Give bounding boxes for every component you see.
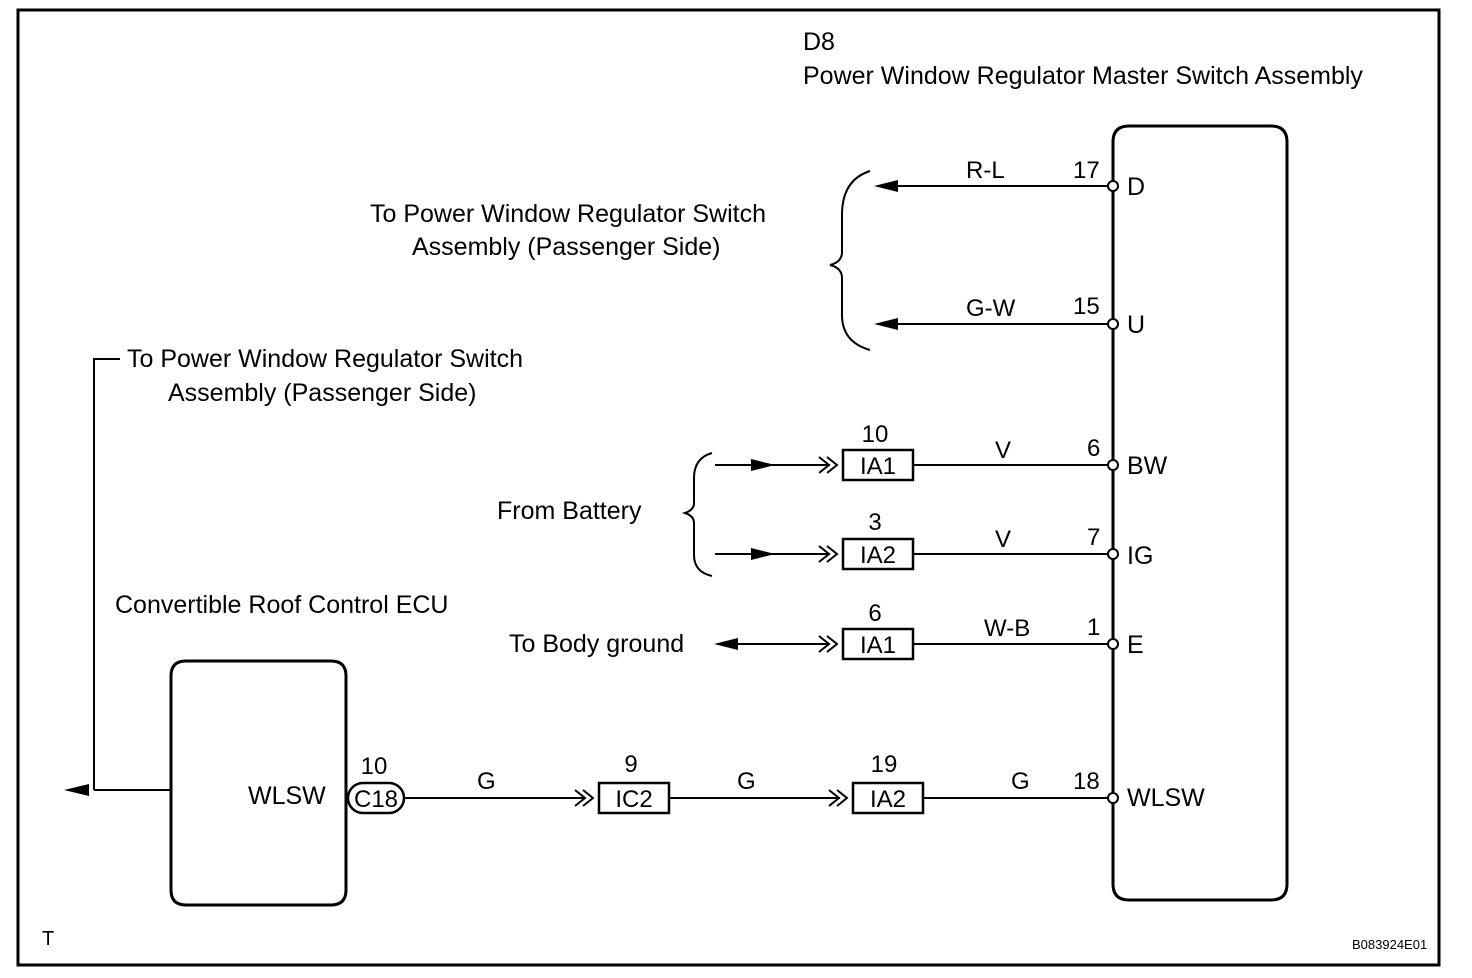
- from-battery-label: From Battery: [497, 497, 642, 525]
- pin-terminal-icon: [1107, 638, 1119, 650]
- pin-terminal-icon: [1107, 548, 1119, 560]
- connector-pin: 10: [361, 753, 388, 780]
- figure-code: B083924E01: [1352, 937, 1427, 952]
- ecu-body: [169, 659, 348, 907]
- terminal-name: WLSW: [1127, 784, 1205, 812]
- connector-pin: 6: [868, 600, 881, 627]
- pin-terminal-icon: [1107, 792, 1119, 804]
- wire-color-label: R-L: [966, 157, 1005, 184]
- pin-row-e: IA1 6 W-B 1 E: [714, 600, 1144, 661]
- connector-pin: 3: [868, 509, 881, 536]
- pin-number: 18: [1073, 768, 1100, 795]
- wire-color-label: V: [995, 437, 1011, 464]
- master-switch-name: Power Window Regulator Master Switch Ass…: [803, 62, 1363, 90]
- pin-row-d: R-L 17 D: [874, 157, 1145, 201]
- arrow-right-icon: [751, 548, 775, 560]
- connector-chevron-icon: [818, 635, 839, 653]
- connector-pin: 19: [871, 751, 898, 778]
- wire-to-passenger: [93, 358, 120, 790]
- connector-ia2: [841, 537, 915, 571]
- wire-color-label: G: [1011, 768, 1030, 795]
- pin-number: 1: [1087, 614, 1100, 641]
- ecu-name: Convertible Roof Control ECU: [115, 591, 448, 619]
- wire-color-label: V: [995, 526, 1011, 553]
- terminal-name: D: [1127, 173, 1145, 201]
- pin-terminal-icon: [1107, 318, 1119, 330]
- passenger-note-line2: Assembly (Passenger Side): [412, 233, 720, 261]
- connector-ic2: [597, 781, 671, 815]
- ecu-terminal: WLSW: [248, 782, 326, 810]
- brace-icon: [829, 170, 871, 351]
- arrow-left-icon: [874, 318, 898, 330]
- pin-row-bw: IA1 10 V 6 BW: [715, 421, 1168, 482]
- pin-terminal-icon: [1107, 180, 1119, 192]
- connector-name: IA2: [860, 542, 896, 569]
- arrow-left-icon: [714, 638, 738, 650]
- pin-number: 6: [1087, 435, 1100, 462]
- pin-row-u: G-W 15 U: [874, 293, 1145, 339]
- wire-color-label: G-W: [966, 295, 1016, 322]
- passenger-note-line1: To Power Window Regulator Switch: [127, 345, 523, 373]
- terminal-name: BW: [1127, 452, 1168, 480]
- connector-name: IC2: [615, 786, 652, 813]
- pin-row-wlsw: C18 10 G IC2 9 G IA2 19 G 18 WLSW: [346, 751, 1205, 815]
- footer-letter: T: [42, 928, 54, 950]
- brace-icon: [681, 452, 713, 577]
- terminal-name: IG: [1127, 542, 1153, 570]
- wire-color-label: G: [477, 768, 496, 795]
- pin-row-ig: IA2 3 V 7 IG: [715, 509, 1153, 571]
- pin-terminal-icon: [1107, 459, 1119, 471]
- connector-name: IA1: [860, 632, 896, 659]
- connector-ia1: [841, 448, 915, 482]
- connector-pin: 10: [862, 421, 889, 448]
- pin-number: 17: [1073, 157, 1100, 184]
- master-switch-code: D8: [803, 28, 835, 56]
- connector-name: IA1: [860, 453, 896, 480]
- terminal-name: U: [1127, 311, 1145, 339]
- wire-color-label: W-B: [984, 615, 1030, 642]
- arrow-left-icon: [874, 180, 898, 192]
- wire-color-label: G: [737, 768, 756, 795]
- arrow-left-icon: [64, 784, 89, 796]
- connector-name: C18: [354, 786, 398, 813]
- master-switch-body: [1111, 124, 1289, 902]
- connector-name: IA2: [870, 786, 906, 813]
- connector-pin: 9: [624, 751, 637, 778]
- passenger-note-line1: To Power Window Regulator Switch: [370, 200, 766, 228]
- pin-number: 15: [1073, 293, 1100, 320]
- connector-chevron-icon: [574, 789, 595, 807]
- diagram-frame: [16, 8, 1441, 967]
- connector-chevron-icon: [828, 789, 849, 807]
- arrow-right-icon: [751, 459, 775, 471]
- pin-number: 7: [1087, 524, 1100, 551]
- body-ground-label: To Body ground: [509, 630, 684, 658]
- connector-chevron-icon: [818, 456, 839, 474]
- connector-chevron-icon: [818, 545, 839, 563]
- passenger-note-line2: Assembly (Passenger Side): [168, 379, 476, 407]
- terminal-name: E: [1127, 631, 1144, 659]
